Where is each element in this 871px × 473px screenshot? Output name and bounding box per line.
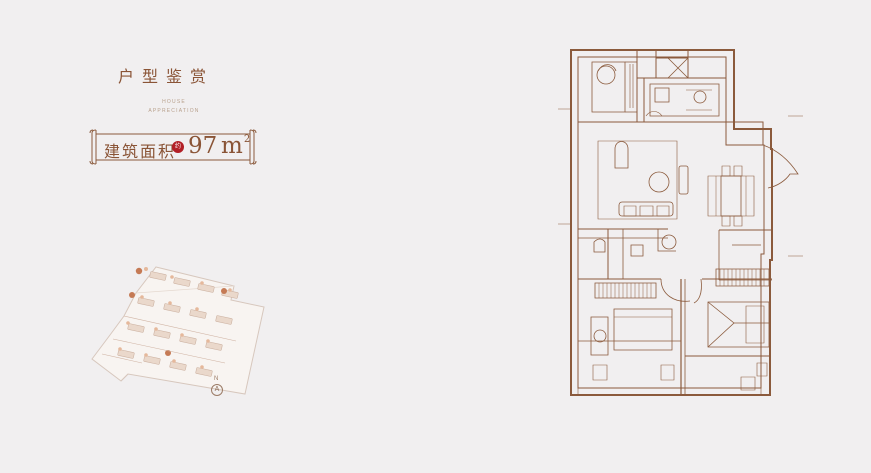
- area-unit: m2: [221, 133, 251, 159]
- approx-badge: 约: [172, 141, 184, 153]
- scroll-frame-icon: [89, 129, 257, 165]
- area-unit-base: m: [221, 133, 243, 159]
- site-plan-drawing: [91, 266, 265, 395]
- area-unit-exponent: 2: [243, 134, 251, 146]
- compass-icon: A: [211, 384, 223, 396]
- page-title: 户型鉴赏: [118, 67, 215, 86]
- north-label: N: [214, 376, 219, 382]
- site-plan-map: [84, 255, 269, 403]
- page-subtitle-line-1: HOUSE: [162, 99, 186, 105]
- area-label: 建筑面积: [104, 142, 177, 161]
- page-subtitle-line-2: APPRECIATION: [148, 108, 200, 114]
- area-banner: 建筑面积 约 97 m2: [86, 127, 260, 167]
- area-value: 97: [188, 133, 218, 159]
- floor-plan-svg: [558, 49, 803, 396]
- floor-plan-drawing: [558, 40, 803, 410]
- page-subtitle: HOUSE APPRECIATION: [129, 98, 219, 116]
